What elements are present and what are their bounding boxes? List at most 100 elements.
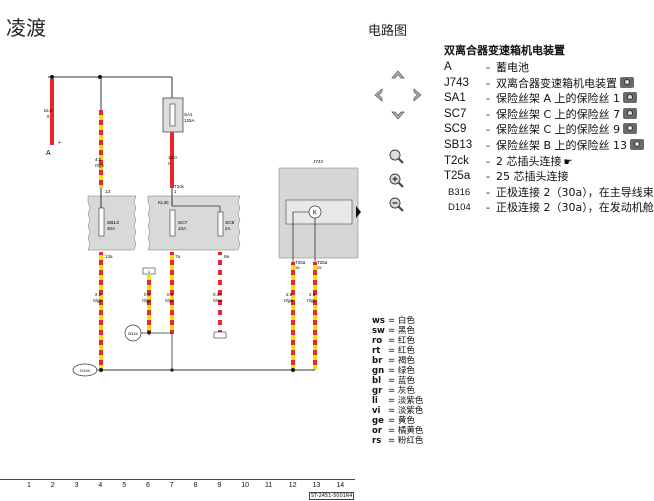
fuse-panel-c xyxy=(147,195,241,251)
wire-color-entry: or= 橘黄色 xyxy=(372,426,424,436)
pin-label: 13 xyxy=(105,189,111,194)
pin-label: 13a xyxy=(105,254,113,259)
legend-desc: 2 芯插头连接☛ xyxy=(496,154,572,171)
wire-4-0 xyxy=(99,110,103,188)
axis-tick: 6 xyxy=(146,482,150,489)
wire-sc9-out xyxy=(218,252,222,332)
wire-color-name: 黄色 xyxy=(397,416,415,426)
camera-icon[interactable] xyxy=(623,107,638,119)
wire-color-code: li xyxy=(372,396,378,406)
legend-item: A-蓄电池 xyxy=(444,60,650,76)
wire-color-name: 黑色 xyxy=(397,326,415,336)
wire-color-code: gn xyxy=(372,366,385,376)
pin-label: 1 xyxy=(174,189,177,194)
fuse-label: SC9 xyxy=(225,220,235,226)
wire-color-entry: br= 褐色 xyxy=(372,356,415,366)
legend-key: T25a xyxy=(444,170,471,183)
camera-icon[interactable] xyxy=(630,138,645,150)
connector-pin-number: 1 xyxy=(148,269,151,274)
pin-label: 7a xyxy=(175,254,181,259)
legend-key: B316 xyxy=(448,186,471,198)
kl30-label: KL30 xyxy=(158,200,169,205)
pan-right-icon[interactable] xyxy=(408,86,426,104)
wire-color-entry: li= 淡紫色 xyxy=(372,396,424,406)
legend-title: 双离合器变速箱机电装置 xyxy=(444,44,565,57)
wire-t25a-18 xyxy=(291,262,295,370)
wire-t25a-25 xyxy=(313,262,317,370)
legend-item: J743 -双离合器变速箱机电装置 xyxy=(444,76,650,92)
junction-dot xyxy=(50,75,54,79)
legend-item: SC7-保险丝架 C 上的保险丝 7 xyxy=(444,107,650,123)
legend-dash: - xyxy=(486,123,490,137)
wire-sa1-out xyxy=(170,132,174,188)
legend-item: D104-正极连接 2（30a），在发动机舱 xyxy=(444,200,654,216)
wire-color-entry: ro= 红色 xyxy=(372,336,415,346)
wire-color-entry: ws= 白色 xyxy=(372,316,415,326)
legend-desc-text: 保险丝架 C 上的保险丝 9 xyxy=(496,123,621,137)
axis-tick: 14 xyxy=(336,482,345,489)
legend-item: T25a-25 芯插头连接 xyxy=(444,169,650,185)
wire-color-name: 褐色 xyxy=(397,356,415,366)
wire-color-label: rt xyxy=(168,161,171,166)
pan-left-icon[interactable] xyxy=(370,86,388,104)
camera-icon[interactable] xyxy=(623,123,638,135)
zoom-in-icon[interactable] xyxy=(388,172,404,188)
legend-item: B316 -正极连接 2（30a），在主导线束 xyxy=(444,185,654,201)
wire-color-code: bl xyxy=(372,376,381,386)
legend-desc-text: 正极连接 2（30a），在主导线束 xyxy=(496,185,654,199)
axis-tick: 4 xyxy=(98,482,103,489)
legend-dash: - xyxy=(486,76,490,90)
legend-desc: 保险丝架 C 上的保险丝 9 xyxy=(496,122,638,138)
module-symbol: K xyxy=(313,211,317,217)
fuse-label: SB13 xyxy=(107,220,119,226)
wire-color-name: 白色 xyxy=(397,316,415,326)
axis-tick: 9 xyxy=(217,482,222,489)
wire-end-box xyxy=(213,331,227,339)
wire-color-label: rt/ge xyxy=(307,298,317,303)
pin-label: T25a xyxy=(295,260,306,265)
axis-tick: 8 xyxy=(193,482,198,489)
legend-desc-text: 保险丝架 B 上的保险丝 13 xyxy=(496,138,628,152)
wire-color-label: rt/ge xyxy=(95,163,105,168)
wire-color-code: ge xyxy=(372,416,384,426)
zoom-fit-icon[interactable] xyxy=(388,148,404,164)
camera-icon[interactable] xyxy=(623,92,638,104)
wire-color-name: 粉红色 xyxy=(397,436,424,446)
wire-color-entry: bl= 蓝色 xyxy=(372,376,415,386)
legend-key: J743 xyxy=(444,76,469,89)
legend-desc-text: 双离合器变速箱机电装置 xyxy=(496,76,617,90)
wire-size-label: 2.5 xyxy=(309,292,316,297)
wire-color-code: ro xyxy=(372,336,383,346)
axis-tick: 3 xyxy=(74,482,79,489)
legend-key: T2ck xyxy=(444,154,469,167)
camera-icon[interactable] xyxy=(620,76,634,88)
wire-color-entry: gr= 灰色 xyxy=(372,386,415,396)
legend-dash: - xyxy=(486,92,490,106)
wire-color-label: rt/ge xyxy=(142,298,152,303)
wire-color-code: br xyxy=(372,356,383,366)
legend-dash: - xyxy=(486,185,490,199)
axis-tick: 7 xyxy=(169,482,174,489)
wire-color-label: rt xyxy=(47,114,50,119)
legend-key: D104 xyxy=(448,202,471,214)
wire-color-code: rt xyxy=(372,346,381,356)
pin-label: 18 xyxy=(295,265,300,270)
pan-up-icon[interactable] xyxy=(389,66,407,84)
wire-color-entry: rt= 红色 xyxy=(372,346,415,356)
zoom-out-icon[interactable] xyxy=(388,196,404,212)
axis-tick: 5 xyxy=(122,482,127,489)
legend-dash: - xyxy=(486,154,490,168)
legend-dash: - xyxy=(486,61,490,74)
wire-color-label: rt/ge xyxy=(165,298,175,303)
legend-desc-text: 保险丝架 C 上的保险丝 7 xyxy=(496,107,621,121)
legend-item: SA1-保险丝架 A 上的保险丝 1 xyxy=(444,91,650,107)
pin-label: 25 xyxy=(317,265,322,270)
wire-color-name: 绿色 xyxy=(397,366,415,376)
wire-size-label: 0.5 xyxy=(167,292,174,297)
wire-color-code: or xyxy=(372,426,383,436)
axis-tick: 13 xyxy=(312,482,321,489)
pan-down-icon[interactable] xyxy=(389,106,407,124)
